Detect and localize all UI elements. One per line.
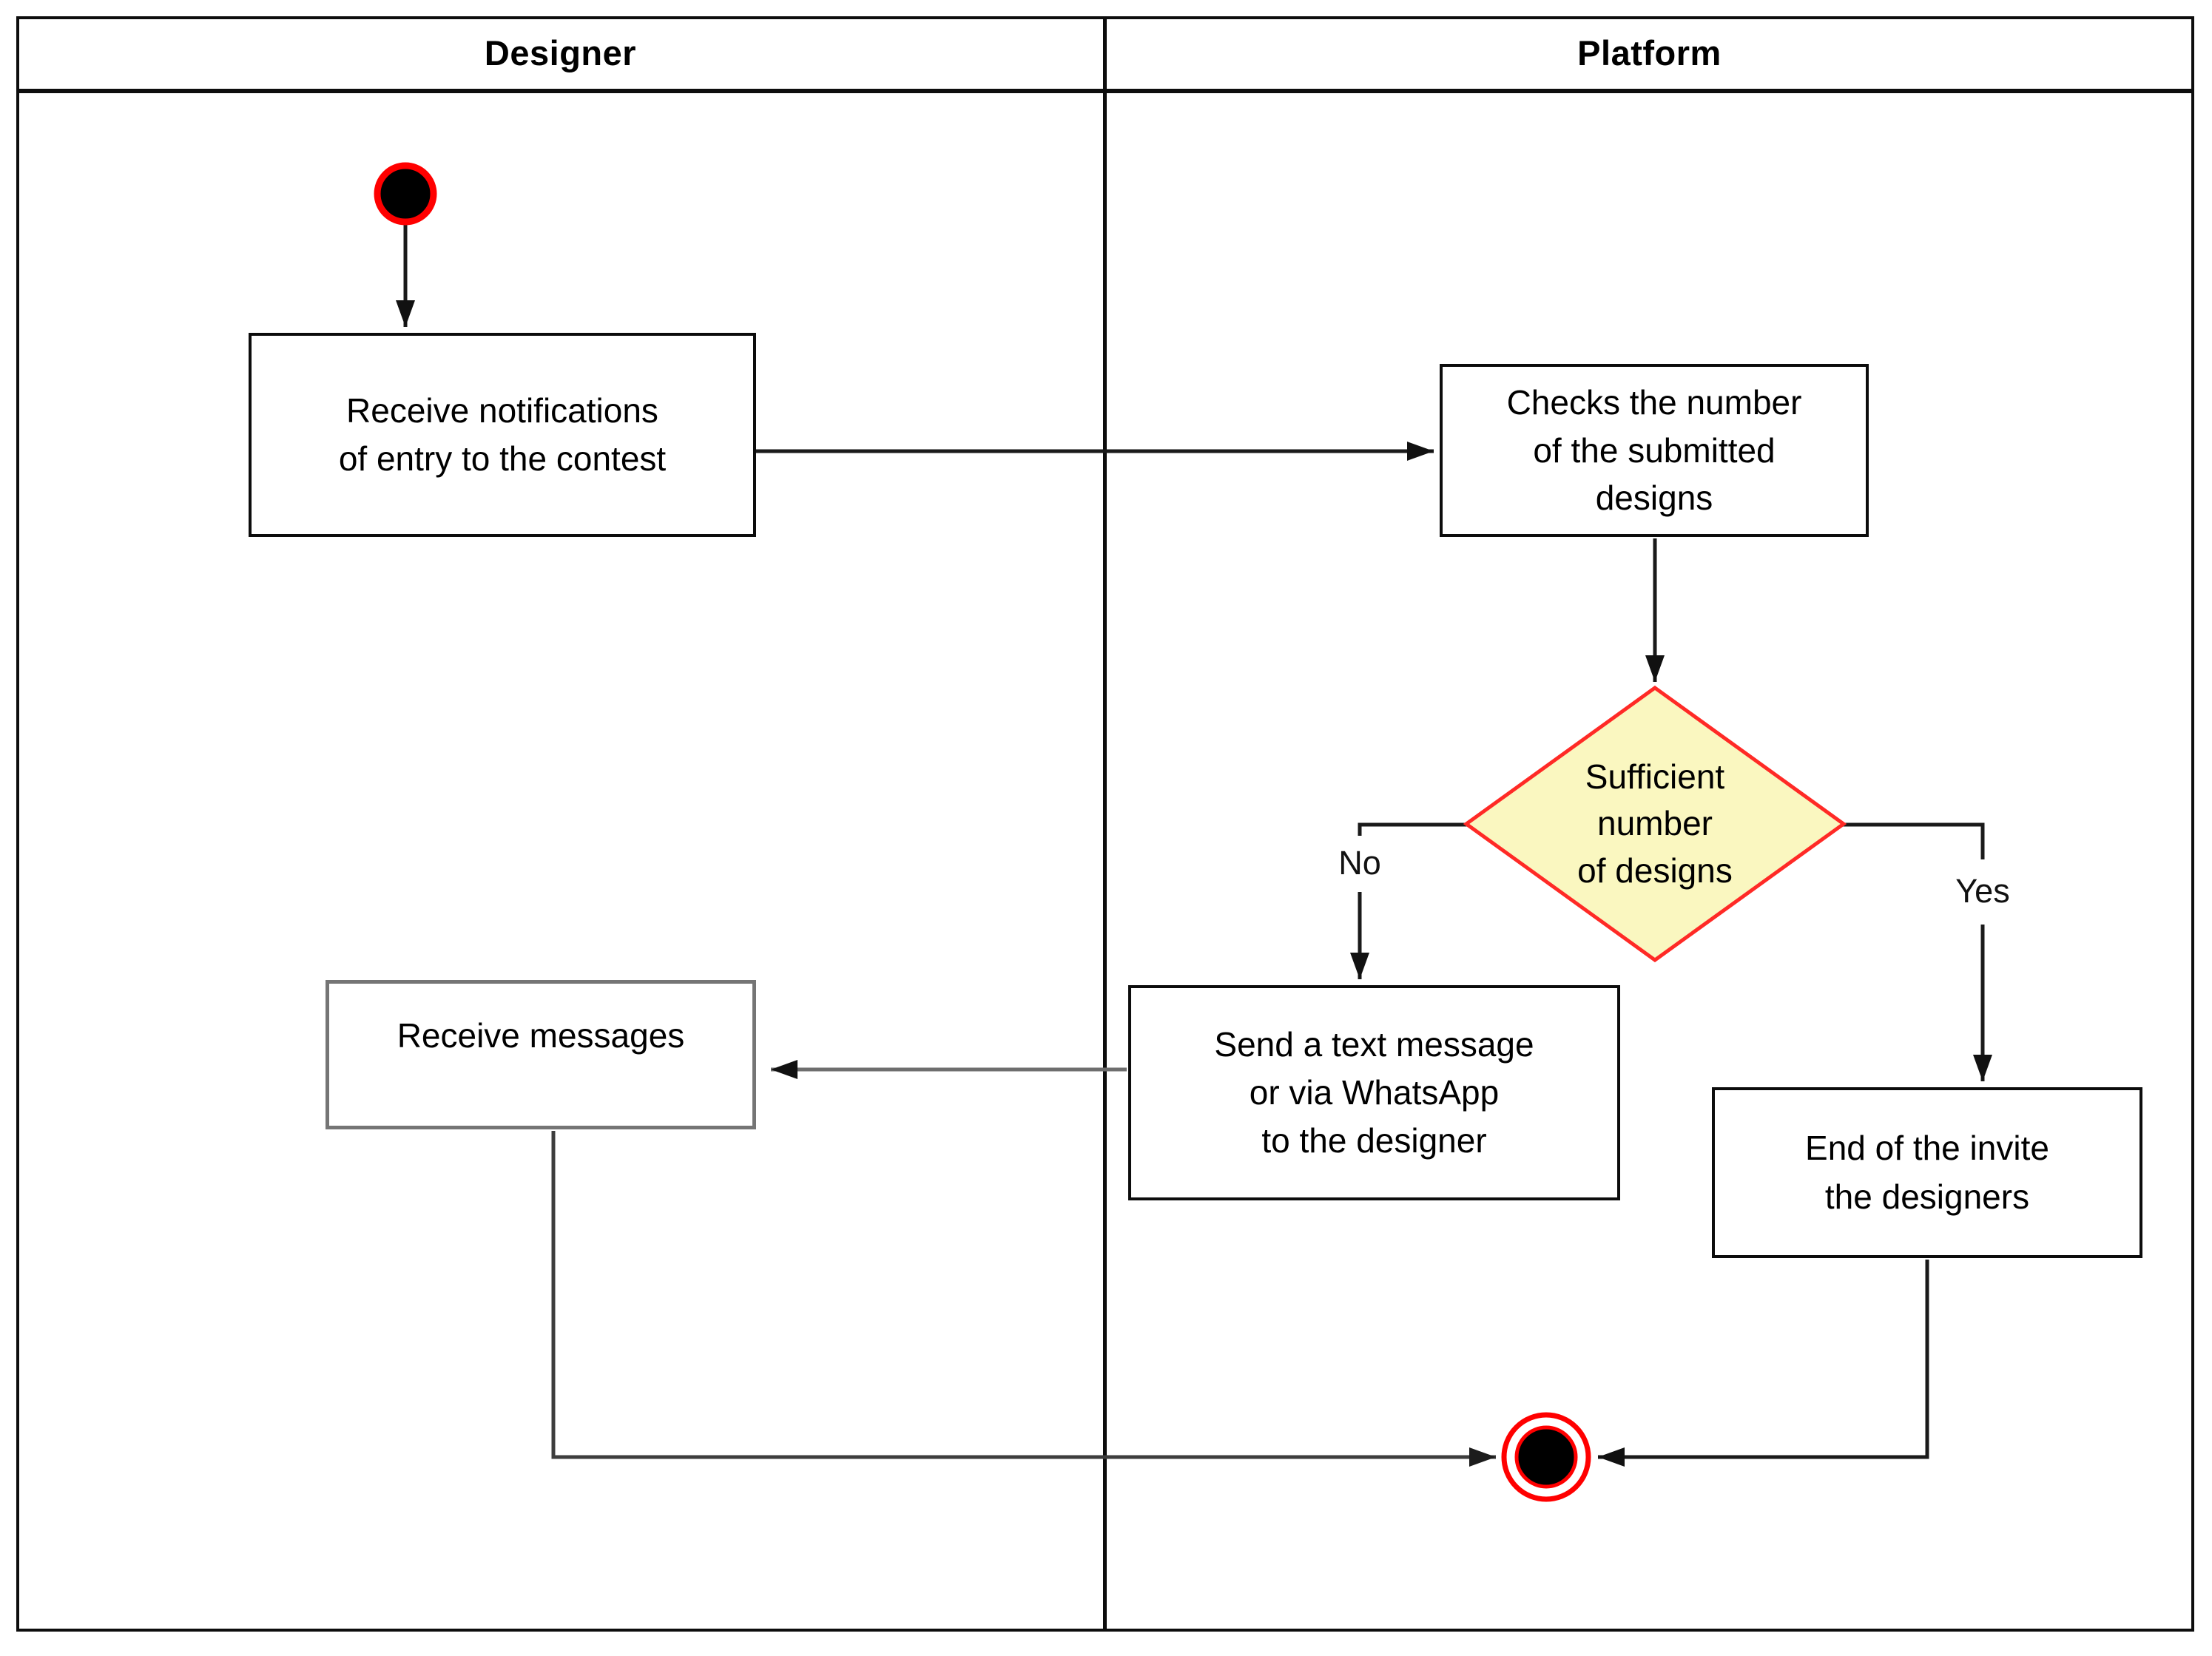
edge-end-invite-to-final — [1598, 1260, 1929, 1467]
decision-label-text: Sufficient number of designs — [1577, 757, 1733, 890]
guard-label-no: No — [1304, 836, 1415, 890]
action-receive-messages-label: Receive messages — [397, 1016, 685, 1055]
action-receive-notifications: Receive notifications of entry to the co… — [249, 333, 756, 537]
guard-label-no-text: No — [1338, 843, 1381, 882]
lane-divider — [1103, 16, 1107, 1632]
action-receive-messages: Receive messages — [326, 980, 756, 1129]
action-receive-notifications-label: Receive notifications of entry to the co… — [338, 391, 667, 478]
edge-receive-messages-to-final — [551, 1131, 1496, 1467]
action-send-message: Send a text message or via WhatsApp to t… — [1128, 985, 1620, 1200]
action-checks-number: Checks the number of the submitted desig… — [1440, 364, 1869, 537]
guard-label-yes-text: Yes — [1955, 871, 2010, 910]
edge-decision-yes-corner — [1842, 822, 1985, 859]
final-node-inner-dot — [1514, 1425, 1578, 1489]
lane-header-designer: Designer — [484, 33, 637, 72]
decision-diamond-sufficient-designs — [1463, 685, 1847, 963]
guard-label-yes: Yes — [1927, 864, 2038, 919]
action-end-invite: End of the invite the designers — [1712, 1087, 2142, 1258]
decision-label: Sufficient number of designs — [1525, 750, 1784, 898]
edge-decision-no-corner — [1358, 822, 1468, 836]
initial-node — [374, 162, 437, 226]
action-send-message-label: Send a text message or via WhatsApp to t… — [1214, 1024, 1534, 1160]
action-end-invite-label: End of the invite the designers — [1805, 1129, 2049, 1216]
action-checks-number-label: Checks the number of the submitted desig… — [1506, 383, 1802, 518]
lane-header-platform: Platform — [1577, 33, 1722, 72]
